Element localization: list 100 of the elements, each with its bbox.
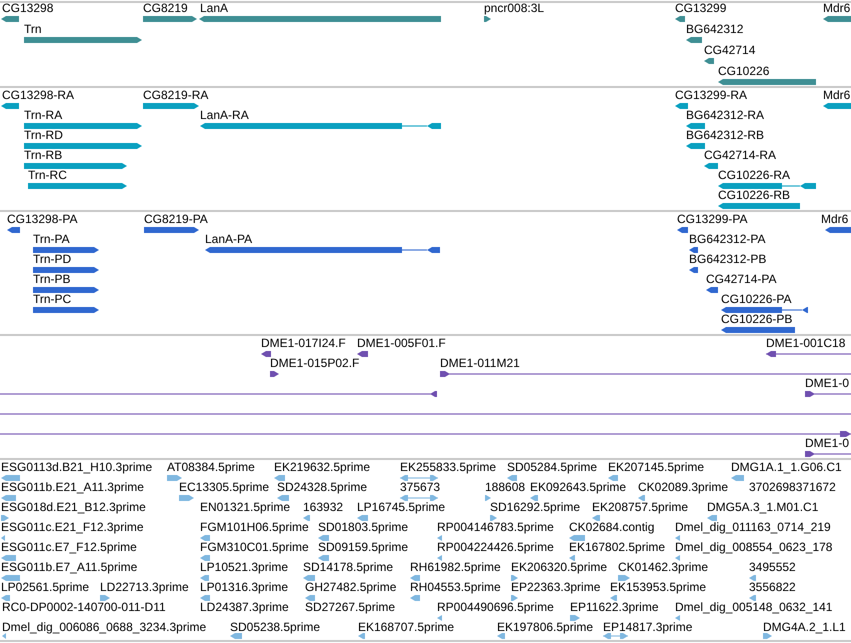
feature-label: LP10521.3prime [200,561,288,574]
feature-label: SD27267.5prime [305,601,396,614]
feature-label: 375673 [400,481,440,494]
feature-label: CG10226-PB [721,313,792,326]
feature-label: EK208757.5prime [592,501,688,514]
feature-label: CK02684.contig [569,521,654,534]
feature-label: pncr008:3L [484,2,544,15]
feature-label: BG642312 [686,23,744,36]
feature-label: CG10226-RA [718,169,790,182]
feature-label: RP004224426.5prime [437,541,554,554]
feature-label: SD24328.5prime [277,481,368,494]
feature-label: ESG011b.E7_A11.5prime [1,561,138,574]
feature-label: LP16745.5prime [357,501,446,514]
feature-label: CG8219-RA [143,89,208,102]
feature-label: Trn-RB [24,149,62,162]
feature-label: Trn-PD [33,253,72,266]
feature-label: BG642312-PA [689,233,766,246]
feature-label: SD09159.5prime [318,541,408,554]
feature-label: EK206320.5prime [511,561,608,574]
feature-label: EK219632.5prime [274,461,370,474]
feature-label: 3556822 [749,581,796,594]
feature-label: EN01321.5prime [200,501,290,514]
feature-label: SD05238.5prime [230,621,320,634]
feature-label: DMG5A.3_1.M01.C1 [707,501,818,514]
feature-label: CG10226 [718,65,770,78]
feature-label: RP004490696.5prime [437,601,554,614]
feature-label: 3495552 [749,561,796,574]
feature-label: EP14817.3prime [603,621,692,634]
feature-label: 188608 [485,481,526,494]
feature-label: EK153953.5prime [610,581,706,594]
feature-label: SD01803.5prime [318,521,408,534]
feature-label: CG42714-PA [706,273,776,286]
feature-label: EK167802.5prime [569,541,666,554]
feature-label: DME1-015P02.F [270,357,360,370]
feature-label: EK092643.5prime [530,481,626,494]
feature-label: ESG011c.E7_F12.5prime [1,541,137,554]
feature-label: Trn [24,23,42,36]
feature-label: Trn-RC [28,169,67,182]
feature-label: CK02089.3prime [638,481,728,494]
feature-label: Trn-RA [24,109,62,122]
feature-label: FGM101H06.5prime [200,521,309,534]
feature-label: Trn-PB [33,273,71,286]
feature-label: LD22713.3prime [100,581,189,594]
feature-label: CG10226-PA [721,293,792,306]
feature-label: LD24387.3prime [200,601,289,614]
feature-label: DME1-005F01.F [357,337,446,350]
feature-label: EC13305.5prime [179,481,270,494]
feature-label: BG642312-RB [686,129,764,142]
feature-label: Mdr6 [823,89,850,102]
feature-label: CG13298-PA [7,213,78,226]
feature-label: RH61982.5prime [410,561,501,574]
feature-label: ESG011c.E21_F12.3prime [1,521,144,534]
feature-label: SD14178.5prime [303,561,394,574]
feature-label: CG13299-RA [675,89,748,102]
feature-label: Trn-RD [24,129,63,142]
feature-label: EK255833.5prime [400,461,496,474]
feature-label: RH04553.5prime [410,581,501,594]
feature-label: LanA [200,2,228,15]
feature-label: ESG018d.E21_B12.3prime [1,501,146,514]
feature-label: 3702698371672 [749,481,836,494]
feature-label: CG13298 [2,2,54,15]
feature-label: DMG4A.2_1.L1 [763,621,846,634]
feature-label: Trn-PA [33,233,70,246]
feature-label: DME1-0 [805,437,850,450]
feature-label: LanA-PA [205,233,252,246]
feature-label: DME1-0 [805,377,850,390]
feature-label: Mdr6 [823,2,850,15]
feature-label: EK168707.5prime [358,621,454,634]
feature-label: EK197806.5prime [497,621,594,634]
feature-label: DME1-011M21 [440,357,520,370]
feature-label: Trn-PC [33,293,72,306]
feature-label: GH27482.5prime [305,581,396,594]
feature-label: ESG011b.E21_A11.3prime [1,481,144,494]
feature-label: FGM310C01.5prime [200,541,309,554]
feature-label: DMG1A.1_1.G06.C1 [731,461,842,474]
feature-label: AT08384.5prime [167,461,255,474]
feature-label: LP01316.3prime [200,581,288,594]
feature-label: CG13298-RA [2,89,74,102]
feature-label: BG642312-RA [686,109,764,122]
feature-label: ESG0113d.B21_H10.3prime [1,461,152,474]
feature-label: 163932 [303,501,344,514]
feature-label: Dmel_dig_006086_0688_3234.3prime [2,621,206,634]
feature-label: CG42714 [704,44,756,57]
feature-label: Dmel_dig_008554_0623_178 [675,541,832,554]
feature-label: DME1-001C18 [766,337,846,350]
feature-label: SD16292.5prime [490,501,580,514]
feature-label: DME1-017I24.F [261,337,346,350]
feature-label: EP22363.3prime [511,581,600,594]
feature-label: LanA-RA [200,109,249,122]
feature-label: CG10226-RB [718,189,790,202]
feature-label: Dmel_dig_011163_0714_219 [675,521,831,534]
feature-label: CG8219-PA [144,213,208,226]
feature-label: EK207145.5prime [608,461,704,474]
feature-label: LP02561.5prime [1,581,90,594]
feature-label: CG13299-PA [677,213,748,226]
feature-label: CG42714-RA [704,149,776,162]
feature-label: EP11622.3prime [570,601,658,614]
feature-label: RP004146783.5prime [437,521,554,534]
feature-label: Dmel_dig_005148_0632_141 [675,601,832,614]
feature-label: RC0-DP0002-140700-011-D11 [2,601,166,614]
